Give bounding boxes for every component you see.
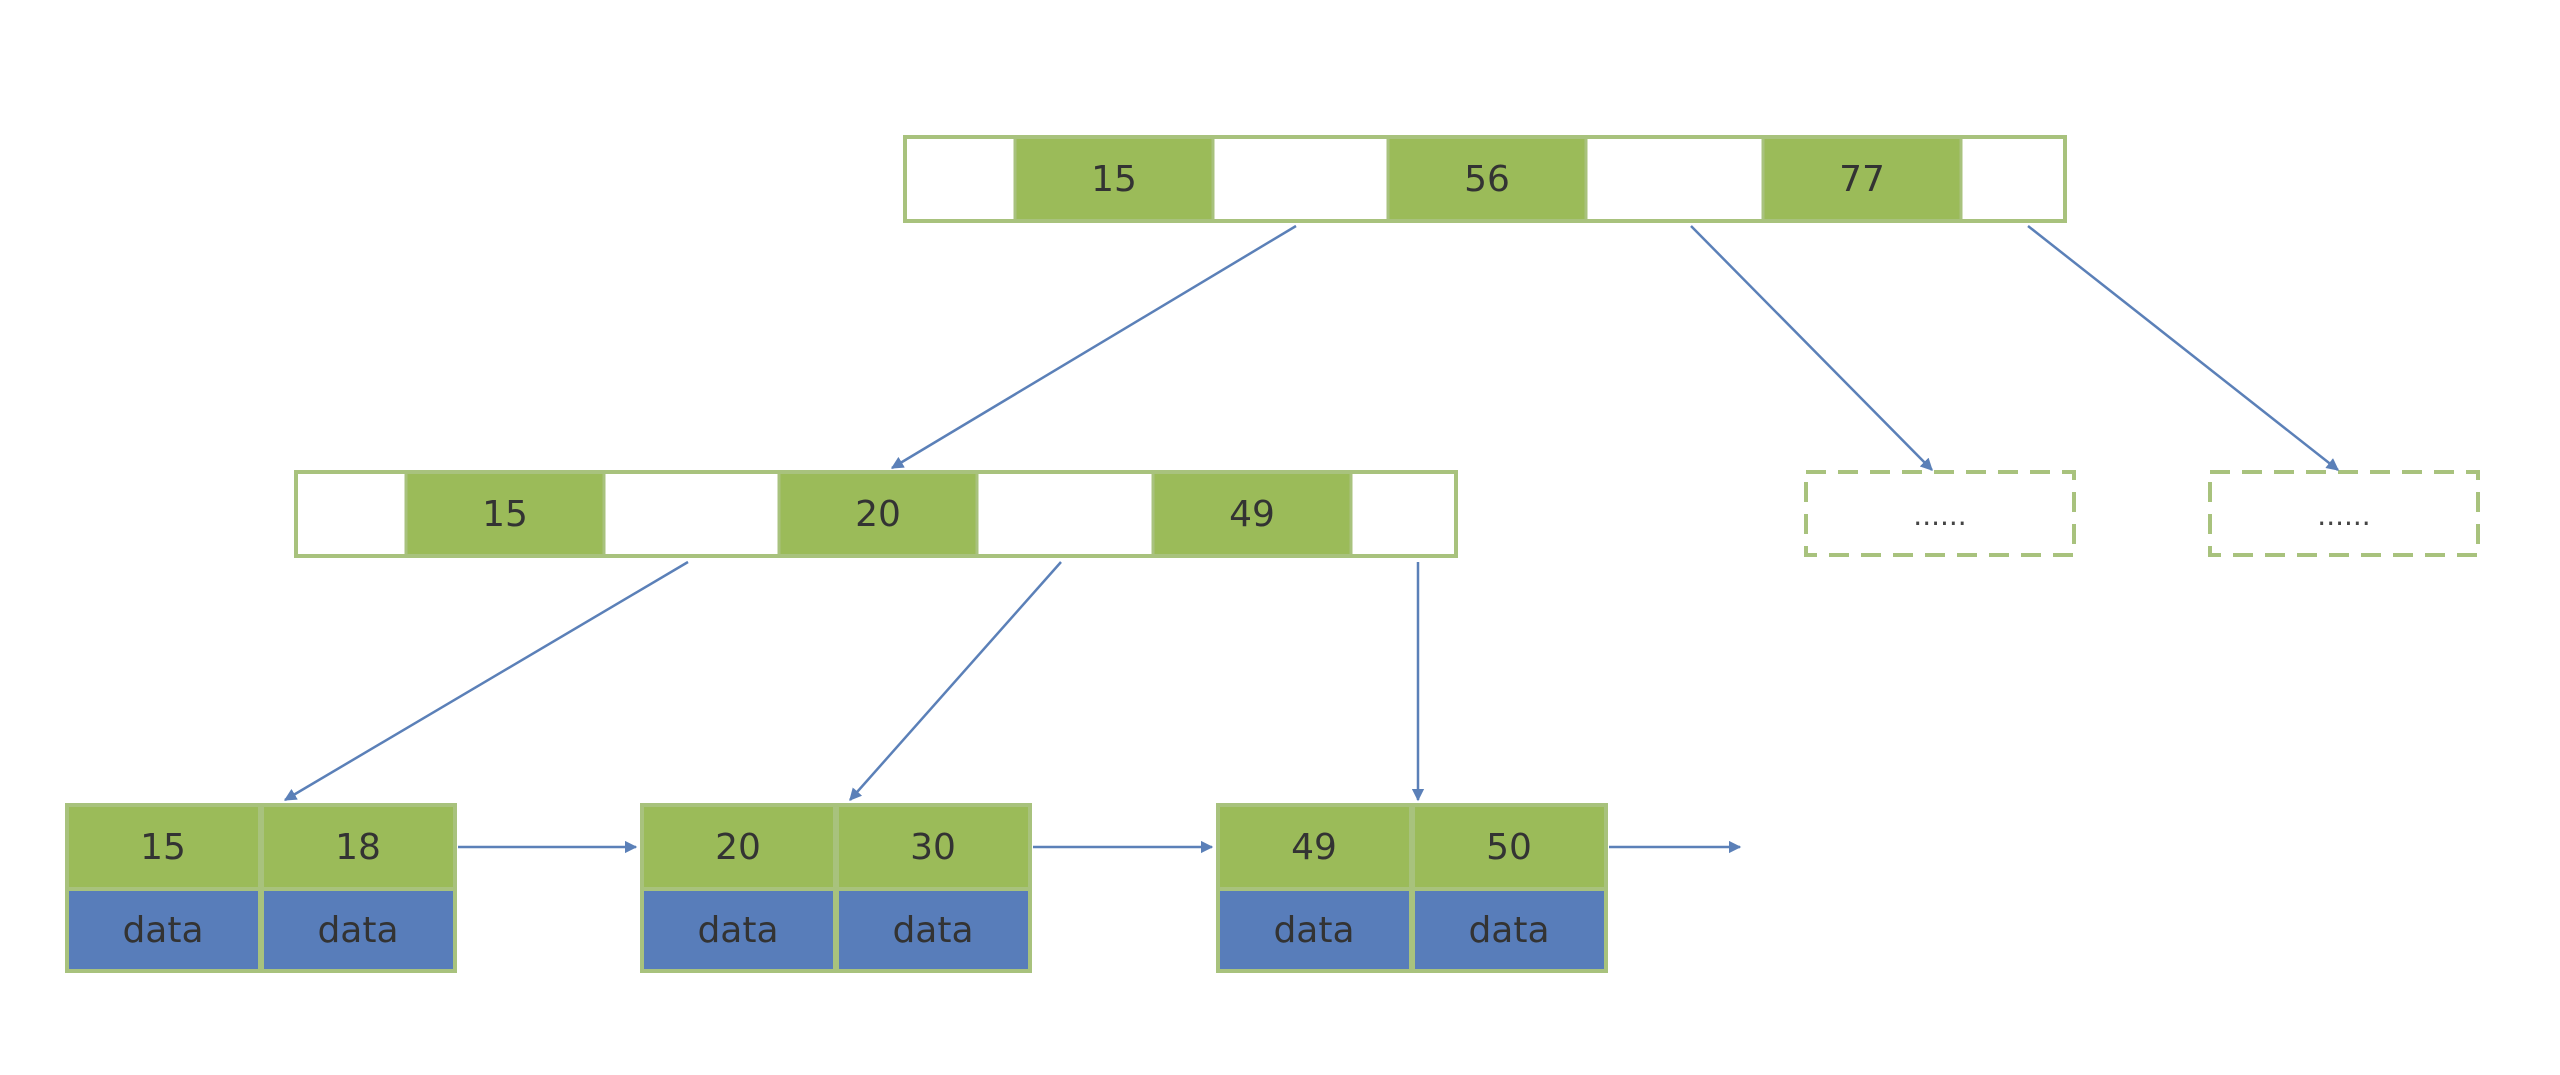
internal-key-cell [779, 474, 977, 554]
root-to-placeholder-arrow [2027, 225, 2339, 471]
leaf-data-cell [260, 887, 457, 973]
placeholder-frame [2208, 470, 2480, 557]
root-node: 15 56 77 [903, 135, 2067, 223]
root-key-label: 56 [1464, 159, 1510, 200]
leaf-key-cell [1411, 803, 1608, 891]
leaf-data-cell [640, 887, 837, 973]
leaf-key-cell [835, 803, 1032, 891]
leaf-node: 20 30 data data [640, 803, 1032, 973]
internal-key-label: 15 [482, 494, 528, 535]
internal-key-cell [1153, 474, 1351, 554]
root-key-label: 15 [1091, 159, 1137, 200]
root-key-cell [1015, 139, 1213, 219]
leaf-data-label: data [122, 910, 203, 951]
placeholder-frame [1804, 470, 2076, 557]
leaf-node: 15 18 data data [65, 803, 457, 973]
internal-node: 15 20 49 [294, 470, 1458, 558]
leaf-key-cell [260, 803, 457, 891]
internal-key-label: 49 [1229, 494, 1275, 535]
leaf-data-label: data [317, 910, 398, 951]
root-key-label: 77 [1839, 159, 1885, 200]
leaf-data-label: data [1468, 910, 1549, 951]
placeholder-node: ...... [1804, 470, 2076, 557]
leaf-data-label: data [1273, 910, 1354, 951]
placeholder-label: ...... [1913, 499, 1966, 532]
internal-to-leaf-arrow [283, 560, 689, 802]
root-to-placeholder-arrow [1690, 225, 1933, 471]
leaf-key-label: 49 [1291, 827, 1337, 868]
internal-key-label: 20 [855, 494, 901, 535]
internal-key-cell [406, 474, 604, 554]
leaf-data-cell [1216, 887, 1413, 973]
leaf-node: 49 50 data data [1216, 803, 1608, 973]
placeholder-label: ...... [2317, 499, 2370, 532]
leaf-data-cell [835, 887, 1032, 973]
internal-to-leaf-arrow [849, 561, 1062, 801]
root-to-internal-arrow [890, 224, 1297, 470]
leaf-data-cell [1411, 887, 1608, 973]
root-key-cell [1388, 139, 1586, 219]
placeholder-node: ...... [2208, 470, 2480, 557]
leaf-key-cell [640, 803, 837, 891]
leaf-data-label: data [697, 910, 778, 951]
leaf-key-label: 50 [1486, 827, 1532, 868]
leaf-data-label: data [892, 910, 973, 951]
leaf-key-label: 15 [140, 827, 186, 868]
leaf-key-label: 18 [335, 827, 381, 868]
leaf-key-label: 30 [910, 827, 956, 868]
leaf-key-label: 20 [715, 827, 761, 868]
root-key-cell [1763, 139, 1961, 219]
